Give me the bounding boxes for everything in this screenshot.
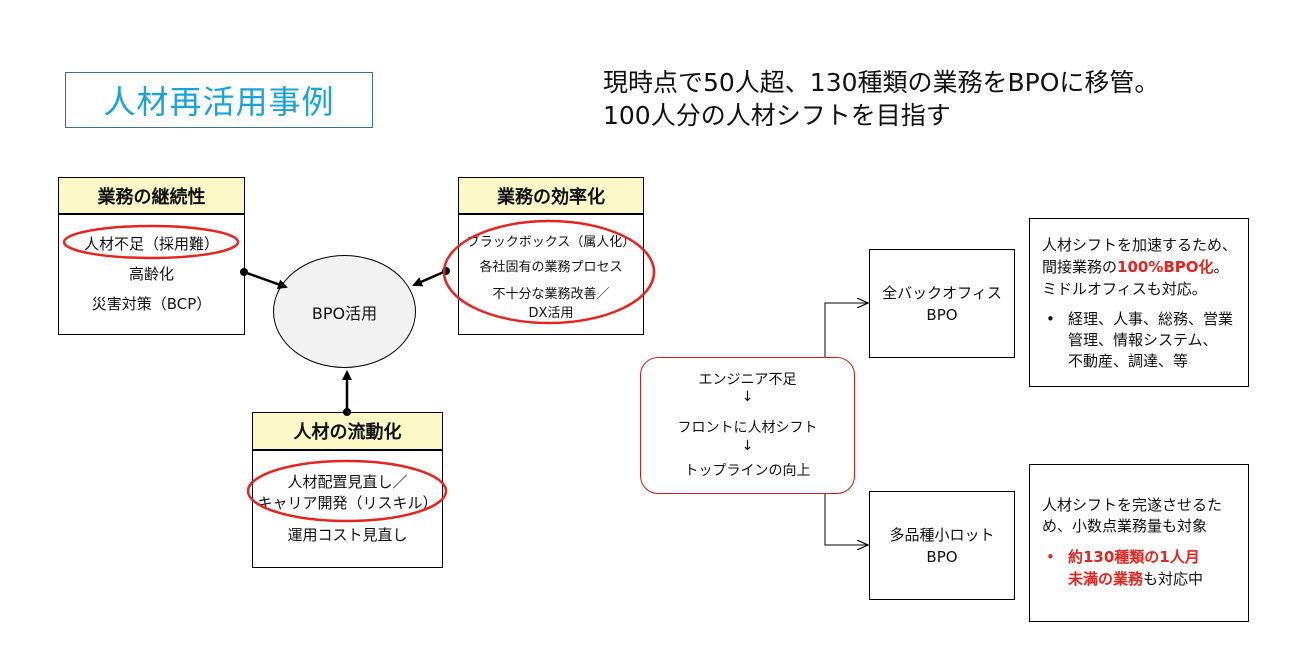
flow-step-topline: トップラインの向上 bbox=[684, 463, 811, 479]
flow-down-arrow-icon: ↓ bbox=[741, 438, 754, 454]
mobility-panel: 人材配置見直し／ キャリア開発（リスキル） 運用コスト見直し bbox=[252, 450, 443, 568]
headline: 現時点で50人超、130種類の業務をBPOに移管。 100人分の人材シフトを目指… bbox=[603, 66, 1283, 132]
mobility-item-2: キャリア開発（リスキル） bbox=[257, 494, 438, 512]
note-top-line2-pre: 間接業務の bbox=[1042, 258, 1118, 276]
efficiency-item-1: ブラックボックス（属人化） bbox=[466, 235, 636, 250]
note-top-highlight: 100%BPO化 bbox=[1117, 258, 1214, 276]
note-bottom-line1: 人材シフトを完遂させるた bbox=[1042, 496, 1223, 514]
bullet-icon: • bbox=[1046, 310, 1055, 328]
note-top-bullet-l1: 経理、人事、総務、営業 bbox=[1068, 310, 1234, 328]
mobility-item-1: 人材配置見直し／ bbox=[287, 473, 408, 491]
note-top-bullet-l3: 不動産、調達、等 bbox=[1068, 352, 1189, 370]
efficiency-item-4: DX活用 bbox=[528, 306, 574, 321]
note-top-line2: 間接業務の100%BPO化。 bbox=[1042, 257, 1229, 278]
back-office-line1: 全バックオフィス bbox=[882, 283, 1002, 302]
efficiency-item-3: 不十分な業務改善／ bbox=[492, 287, 610, 302]
continuity-item-3: 災害対策（BCP） bbox=[91, 295, 212, 313]
small-lot-line1: 多品種小ロット bbox=[889, 525, 995, 544]
highlight-ring bbox=[442, 219, 656, 325]
page-title: 人材再活用事例 bbox=[65, 72, 373, 128]
note-small-lot: 人材シフトを完遂させるた め、小数点業務量も対象 • 約130種類の1人月 未満… bbox=[1029, 464, 1249, 622]
flow-box: エンジニア不足 ↓ フロントに人材シフト ↓ トップラインの向上 bbox=[640, 357, 855, 494]
bpo-center-node: BPO活用 bbox=[273, 255, 416, 368]
efficiency-header: 業務の効率化 bbox=[458, 177, 644, 214]
mobility-header: 人材の流動化 bbox=[252, 412, 443, 450]
continuity-header: 業務の継続性 bbox=[58, 177, 245, 214]
note-top-line2-post: 。 bbox=[1213, 258, 1229, 276]
note-top-line1: 人材シフトを加速するため、 bbox=[1042, 236, 1238, 254]
note-top-line3: ミドルオフィスも対応。 bbox=[1042, 280, 1207, 298]
mobility-item-3: 運用コスト見直し bbox=[287, 526, 408, 544]
highlight-ring bbox=[246, 459, 448, 523]
headline-line2: 100人分の人材シフトを目指す bbox=[603, 101, 951, 130]
note-bottom-bullet-l2: 未満の業務も対応中 bbox=[1068, 569, 1203, 590]
bullet-icon: • bbox=[1046, 548, 1055, 566]
note-bottom-bullet-l1: 約130種類の1人月 bbox=[1068, 548, 1200, 566]
note-bottom-highlight: 未満の業務 bbox=[1068, 570, 1144, 588]
back-office-bpo-box: 全バックオフィス BPO bbox=[869, 249, 1015, 358]
continuity-panel: 人材不足（採用難） 高齢化 災害対策（BCP） bbox=[58, 214, 245, 335]
flow-step-engineer-shortage: エンジニア不足 bbox=[698, 372, 797, 388]
continuity-item-2: 高齢化 bbox=[128, 265, 174, 283]
flow-step-front-shift: フロントに人材シフト bbox=[677, 420, 818, 436]
flow-down-arrow-icon: ↓ bbox=[741, 389, 754, 405]
highlight-ring bbox=[62, 224, 240, 260]
connector-flow-to-bpo bbox=[824, 303, 868, 545]
arrow-continuity-to-center bbox=[240, 268, 288, 290]
note-bottom-line2: め、小数点業務量も対象 bbox=[1042, 517, 1208, 535]
small-lot-bpo-box: 多品種小ロット BPO bbox=[869, 491, 1015, 600]
note-top-bullet-l2: 管理、情報システム、 bbox=[1068, 331, 1218, 349]
continuity-item-1: 人材不足（採用難） bbox=[83, 235, 219, 253]
small-lot-line2: BPO bbox=[926, 547, 958, 566]
note-back-office: 人材シフトを加速するため、 間接業務の100%BPO化。 ミドルオフィスも対応。… bbox=[1029, 218, 1249, 387]
arrow-mobility-to-center bbox=[342, 370, 352, 416]
efficiency-item-2: 各社固有の業務プロセス bbox=[479, 260, 623, 275]
headline-line1: 現時点で50人超、130種類の業務をBPOに移管。 bbox=[603, 68, 1160, 97]
back-office-line2: BPO bbox=[926, 305, 958, 324]
note-bottom-bullet-l2-post: も対応中 bbox=[1143, 570, 1204, 588]
